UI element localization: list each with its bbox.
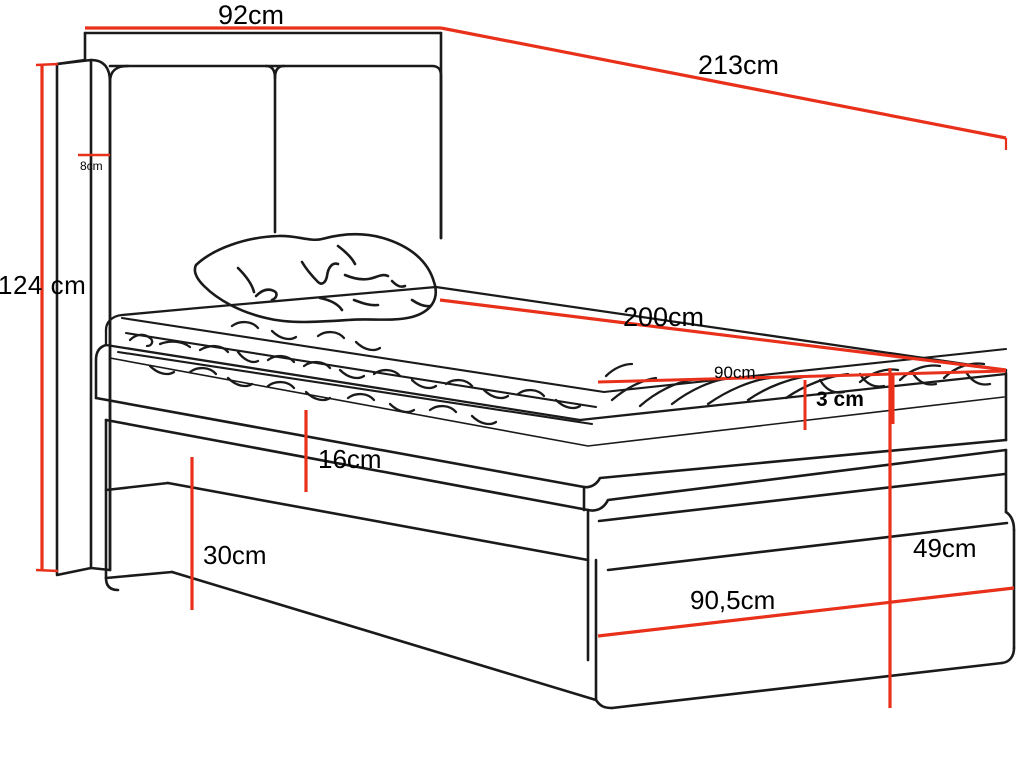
dimension-label-length-total: 213cm [698,50,780,80]
dim-line-905 [597,586,1015,638]
dimension-label-side-height: 49cm [913,533,977,563]
headboard-side-profile [55,58,112,577]
topper-seams [116,316,1008,426]
base-lower [104,481,1016,710]
dimension-label-mattress-length: 200cm [623,302,705,332]
dimension-label-base-height: 30cm [203,540,267,570]
bed-outline-group [55,31,1016,710]
base-upper [104,418,1016,662]
dimension-label-topper-height: 3 cm [816,388,864,411]
dim-cap-124-top [35,62,59,67]
dimension-lines-group [35,26,1015,708]
headboard-top-edge [55,31,443,240]
mattress-piping [109,357,1005,447]
dimension-label-height-total: 124 cm [0,270,87,300]
mattress-body [94,343,1008,512]
dimension-label-base-width: 90,5cm [690,585,776,615]
dim-line-200 [439,298,1007,372]
dim-line-90 [597,369,1007,384]
pillow [193,233,437,324]
dimension-label-mattress-width: 90cm [714,363,756,382]
mattress-topper [104,285,1008,422]
dimension-label-width-total: 92cm [218,0,285,30]
headboard-panels [108,64,443,240]
dimension-label-headboard-thick: 8cm [80,159,103,173]
dim-line-213 [440,26,1007,140]
dimension-label-mattress-height: 16cm [318,444,382,474]
base-corner [104,576,120,592]
dim-cap-124-bot [35,568,59,573]
